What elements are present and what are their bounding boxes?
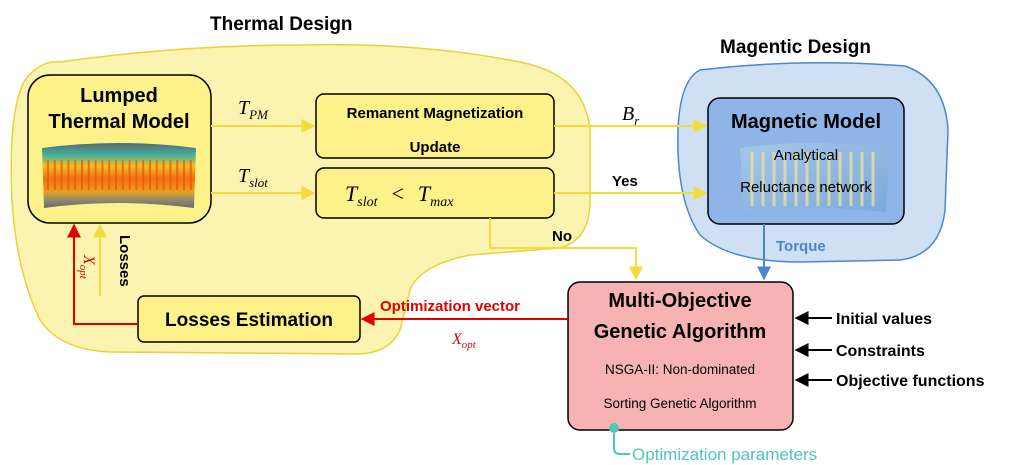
label-no: No bbox=[552, 228, 572, 245]
label-tpm: T bbox=[238, 97, 251, 119]
motor-sketch-image bbox=[740, 143, 890, 212]
moga-title2: Genetic Algorithm bbox=[594, 321, 767, 343]
losses-estimation-box: Losses Estimation bbox=[137, 295, 361, 343]
label-tslot-sub: slot bbox=[249, 175, 268, 190]
opt-params-label: Optimization parameters bbox=[632, 445, 817, 464]
label-torque: Torque bbox=[776, 238, 826, 255]
label-xopt-sub: opt bbox=[462, 339, 477, 351]
label-yes: Yes bbox=[612, 173, 638, 190]
label-xopt-left-sub: opt bbox=[77, 265, 89, 280]
cond-right: T bbox=[418, 181, 432, 206]
svg-text:Tslot<Tmax: Tslot < Tmax bbox=[345, 181, 454, 210]
label-tpm-sub: PM bbox=[248, 107, 269, 122]
losses-estimation-label: Losses Estimation bbox=[165, 310, 333, 331]
cond-op: < bbox=[391, 181, 403, 206]
svg-text:Br: Br bbox=[622, 103, 640, 128]
label-br: B bbox=[622, 103, 634, 125]
input-label: Constraints bbox=[836, 343, 925, 360]
magnetic-model-title: Magnetic Model bbox=[731, 111, 881, 133]
svg-text:Tslot: Tslot bbox=[238, 165, 268, 190]
magnetic-model-line1: Analytical bbox=[774, 147, 838, 164]
moga-box: Multi-Objective Genetic Algorithm NSGA-I… bbox=[567, 281, 794, 431]
magnetic-model-line2: Reluctance network bbox=[740, 179, 872, 196]
label-xopt: X bbox=[451, 331, 463, 348]
lumped-thermal-model-box: Lumped Thermal Model bbox=[27, 74, 212, 224]
lumped-model-line1: Lumped bbox=[80, 85, 158, 107]
arrow-xopt-loop bbox=[67, 223, 138, 325]
magnetic-design-title: Magentic Design bbox=[720, 37, 871, 58]
label-xopt-left: X bbox=[80, 254, 97, 266]
opt-params-leader bbox=[613, 433, 630, 455]
cond-left-sub: slot bbox=[357, 195, 378, 210]
cond-right-sub: max bbox=[430, 195, 454, 210]
label-losses: Losses bbox=[116, 235, 133, 287]
remanent-line2: Update bbox=[410, 139, 461, 156]
svg-text:TPM: TPM bbox=[238, 97, 269, 122]
input-label: Initial values bbox=[836, 311, 932, 328]
temperature-condition-box: Tslot < Tmax bbox=[315, 167, 555, 219]
optimization-parameters: Optimization parameters bbox=[609, 423, 817, 464]
label-opt-vector: Optimization vector bbox=[380, 298, 520, 315]
label-br-sub: r bbox=[634, 113, 640, 128]
moga-line2: Sorting Genetic Algorithm bbox=[603, 396, 756, 411]
cond-left: T bbox=[345, 181, 359, 206]
label-tslot: T bbox=[238, 165, 251, 187]
remanent-line1: Remanent Magnetization bbox=[347, 105, 524, 122]
lumped-model-line2: Thermal Model bbox=[48, 111, 189, 133]
thermal-design-title: Thermal Design bbox=[210, 14, 353, 35]
input-label: Objective functions bbox=[836, 373, 985, 390]
remanent-magnetization-box: Remanent Magnetization Update bbox=[315, 93, 555, 159]
arrow-no bbox=[489, 218, 643, 281]
moga-title1: Multi-Objective bbox=[608, 290, 751, 312]
svg-text:Xopt: Xopt bbox=[451, 331, 477, 351]
moga-line1: NSGA-II: Non-dominated bbox=[605, 362, 755, 377]
magnetic-model-box: Magnetic Model Analytical Reluctance net… bbox=[707, 97, 905, 225]
svg-text:Xopt: Xopt bbox=[77, 254, 97, 280]
opt-params-dot bbox=[609, 423, 619, 433]
thermal-map-image bbox=[42, 143, 196, 208]
